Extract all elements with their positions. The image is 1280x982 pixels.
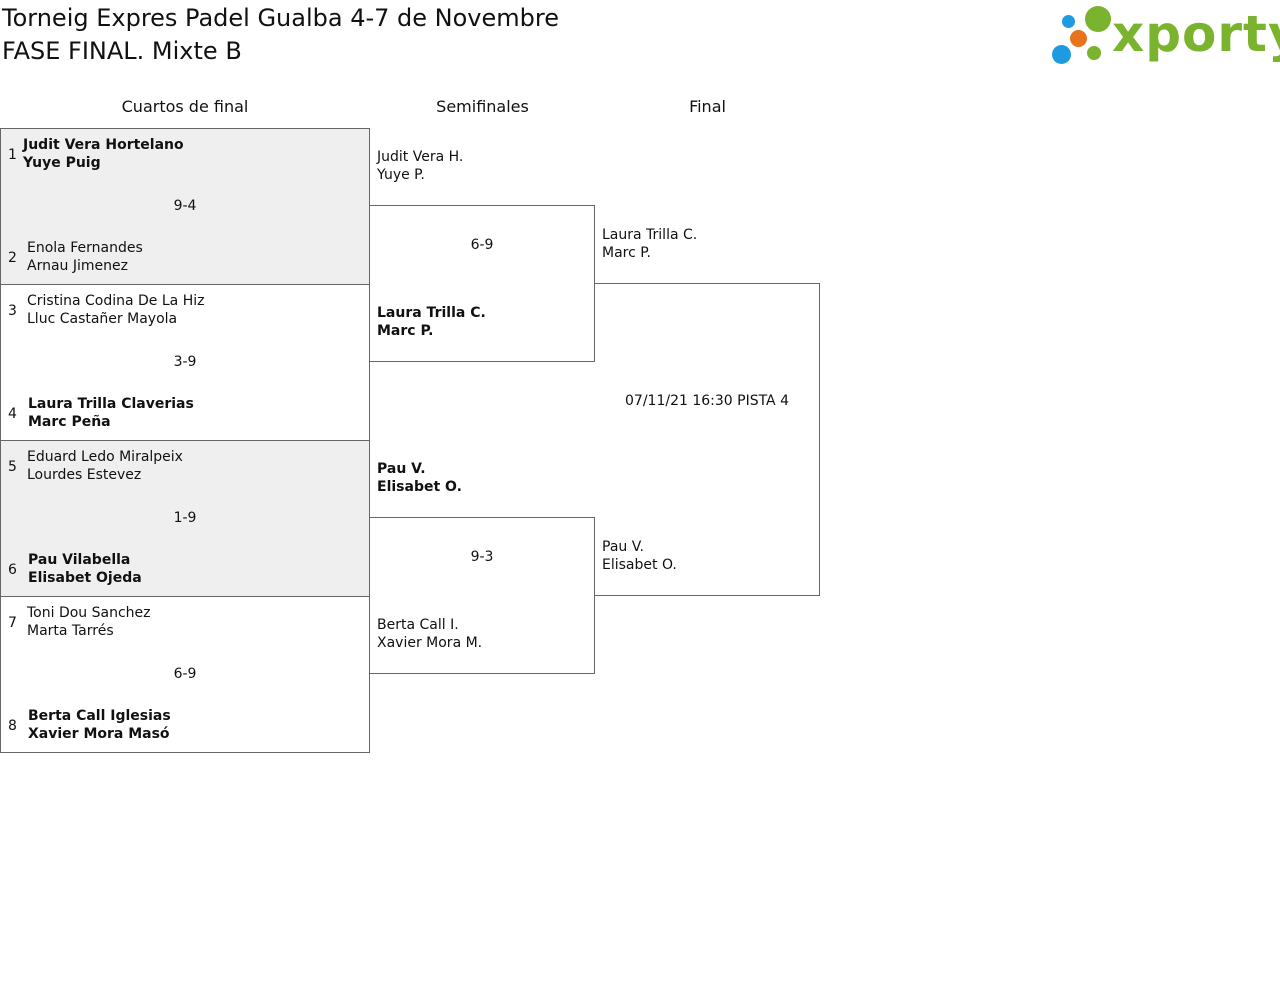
seed-number: 4 [8,406,17,422]
final-team-b: Pau V. Elisabet O. [602,538,677,574]
quarterfinal-match-3: 5 Eduard Ledo Miralpeix Lourdes Estevez … [0,440,370,597]
match-score: 6-9 [173,666,197,682]
player-name: Marta Tarrés [27,623,114,639]
player-name: Berta Call I. [377,617,459,633]
player-name: Judit Vera Hortelano [23,137,184,153]
player-name: Judit Vera H. [377,149,464,165]
final-bracket [594,283,820,596]
seed-number: 2 [8,250,17,266]
logo-dot-blue-small-icon [1062,15,1075,28]
semifinal-2-team-b: Berta Call I. Xavier Mora M. [377,616,482,652]
logo-dot-green-small-icon [1087,46,1101,60]
logo-dot-orange-icon [1070,30,1087,47]
semifinal-2-team-a: Pau V. Elisabet O. [377,460,462,496]
team-entry: Cristina Codina De La Hiz Lluc Castañer … [27,292,204,328]
logo-wordmark: xporty [1112,5,1280,63]
player-name: Laura Trilla C. [377,305,486,321]
seed-number: 7 [8,615,17,631]
player-name: Elisabet O. [602,557,677,573]
xporty-logo[interactable]: xporty [1048,2,1280,68]
player-name: Xavier Mora Masó [28,726,170,742]
seed-number: 8 [8,718,17,734]
player-name: Marc P. [377,323,434,339]
match-score: 3-9 [173,354,197,370]
logo-dot-green-icon [1085,6,1111,32]
seed-number: 1 [8,147,17,163]
team-entry: Laura Trilla Claverias Marc Peña [28,395,194,431]
player-name: Yuye P. [377,167,425,183]
phase-title: FASE FINAL. Mixte B [2,37,242,65]
semifinal-2-score: 9-3 [470,549,494,565]
player-name: Toni Dou Sanchez [27,605,151,621]
player-name: Laura Trilla Claverias [28,396,194,412]
player-name: Eduard Ledo Miralpeix [27,449,183,465]
player-name: Lourdes Estevez [27,467,142,483]
match-score: 9-4 [173,198,197,214]
logo-dot-blue-icon [1052,45,1071,64]
seed-number: 3 [8,303,17,319]
player-name: Enola Fernandes [27,240,143,256]
tournament-title: Torneig Expres Padel Gualba 4-7 de Novem… [2,4,559,32]
seed-number: 6 [8,562,17,578]
player-name: Elisabet O. [377,479,462,495]
seed-number: 5 [8,459,17,475]
player-name: Berta Call Iglesias [28,708,171,724]
final-team-a: Laura Trilla C. Marc P. [602,226,697,262]
player-name: Lluc Castañer Mayola [27,311,178,327]
team-entry: Judit Vera Hortelano Yuye Puig [23,136,184,172]
team-entry: Enola Fernandes Arnau Jimenez [27,239,143,275]
round-header-quarterfinals: Cuartos de final [121,97,249,116]
team-entry: Pau Vilabella Elisabet Ojeda [28,551,142,587]
player-name: Arnau Jimenez [27,258,128,274]
semifinal-1-team-b: Laura Trilla C. Marc P. [377,304,486,340]
player-name: Marc P. [602,245,651,261]
player-name: Pau V. [602,539,644,555]
quarterfinal-match-4: 7 Toni Dou Sanchez Marta Tarrés 6-9 8 Be… [0,596,370,753]
round-header-semifinals: Semifinales [436,97,529,116]
team-entry: Berta Call Iglesias Xavier Mora Masó [28,707,171,743]
team-entry: Toni Dou Sanchez Marta Tarrés [27,604,151,640]
player-name: Pau V. [377,461,426,477]
semifinal-1-score: 6-9 [470,237,494,253]
semifinal-1-team-a: Judit Vera H. Yuye P. [377,148,463,184]
final-schedule: 07/11/21 16:30 PISTA 4 [625,393,789,409]
player-name: Laura Trilla C. [602,227,698,243]
quarterfinal-match-1: 1 Judit Vera Hortelano Yuye Puig 9-4 2 E… [0,128,370,285]
player-name: Marc Peña [28,414,111,430]
player-name: Elisabet Ojeda [28,570,142,586]
round-header-final: Final [689,97,726,116]
quarterfinal-match-2: 3 Cristina Codina De La Hiz Lluc Castañe… [0,284,370,441]
player-name: Xavier Mora M. [377,635,483,651]
player-name: Cristina Codina De La Hiz [27,293,205,309]
player-name: Pau Vilabella [28,552,131,568]
team-entry: Eduard Ledo Miralpeix Lourdes Estevez [27,448,183,484]
player-name: Yuye Puig [23,155,101,171]
match-score: 1-9 [173,510,197,526]
